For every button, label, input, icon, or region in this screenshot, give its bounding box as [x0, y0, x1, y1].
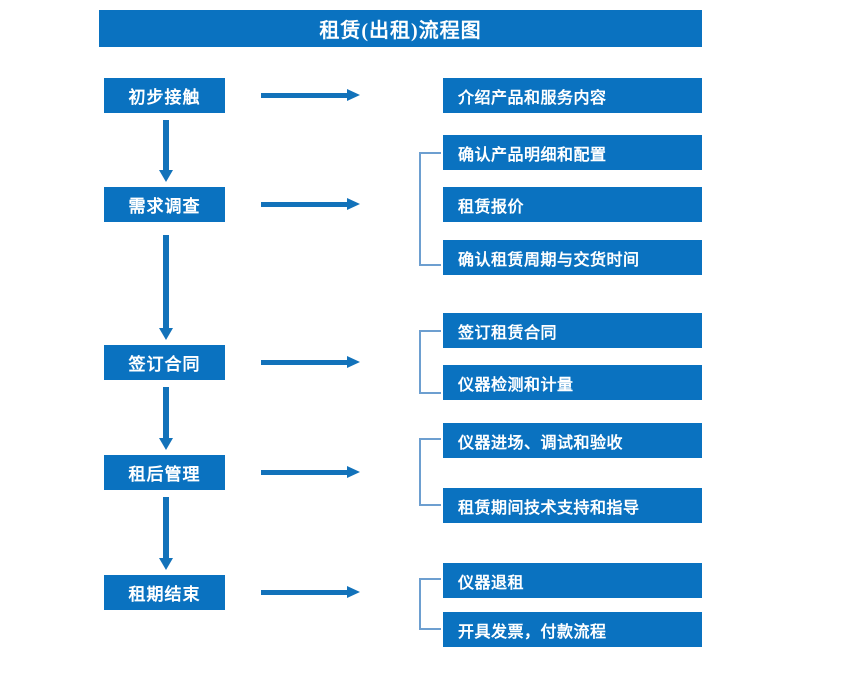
arrow-head-icon: [159, 328, 173, 340]
arrow-shaft: [163, 120, 169, 170]
group-bracket-2: [419, 330, 441, 394]
connector-arrow-right-1: [261, 87, 361, 103]
arrow-head-icon: [347, 89, 360, 101]
arrow-shaft: [261, 590, 349, 595]
arrow-head-icon: [347, 586, 360, 598]
stage-box-1[interactable]: 初步接触: [104, 78, 225, 113]
arrow-shaft: [163, 497, 169, 558]
detail-box-5[interactable]: 签订租赁合同: [443, 313, 702, 348]
detail-box-2[interactable]: 确认产品明细和配置: [443, 135, 702, 170]
arrow-head-icon: [159, 558, 173, 570]
group-bracket-4: [419, 578, 441, 630]
stage-box-5[interactable]: 租期结束: [104, 575, 225, 610]
page-title: 租赁(出租)流程图: [99, 10, 702, 47]
connector-arrow-right-5: [261, 584, 361, 600]
arrow-shaft: [261, 360, 349, 365]
flow-arrow-down-2: [158, 235, 174, 340]
group-bracket-1: [419, 152, 441, 266]
arrow-head-icon: [159, 170, 173, 182]
detail-box-1[interactable]: 介绍产品和服务内容: [443, 78, 702, 113]
stage-box-3[interactable]: 签订合同: [104, 345, 225, 380]
detail-box-9[interactable]: 仪器退租: [443, 563, 702, 598]
detail-box-3[interactable]: 租赁报价: [443, 187, 702, 222]
detail-box-6[interactable]: 仪器检测和计量: [443, 365, 702, 400]
arrow-shaft: [261, 202, 349, 207]
detail-box-4[interactable]: 确认租赁周期与交货时间: [443, 240, 702, 275]
arrow-shaft: [261, 93, 349, 98]
connector-arrow-right-2: [261, 196, 361, 212]
connector-arrow-right-3: [261, 354, 361, 370]
detail-box-8[interactable]: 租赁期间技术支持和指导: [443, 488, 702, 523]
arrow-shaft: [163, 235, 169, 328]
flow-arrow-down-4: [158, 497, 174, 570]
group-bracket-3: [419, 438, 441, 506]
detail-box-7[interactable]: 仪器进场、调试和验收: [443, 423, 702, 458]
arrow-head-icon: [347, 466, 360, 478]
detail-box-10[interactable]: 开具发票，付款流程: [443, 612, 702, 647]
arrow-head-icon: [347, 356, 360, 368]
flow-arrow-down-1: [158, 120, 174, 182]
stage-box-2[interactable]: 需求调查: [104, 187, 225, 222]
connector-arrow-right-4: [261, 464, 361, 480]
flow-arrow-down-3: [158, 387, 174, 450]
arrow-head-icon: [159, 438, 173, 450]
arrow-shaft: [163, 387, 169, 438]
arrow-head-icon: [347, 198, 360, 210]
arrow-shaft: [261, 470, 349, 475]
stage-box-4[interactable]: 租后管理: [104, 455, 225, 490]
